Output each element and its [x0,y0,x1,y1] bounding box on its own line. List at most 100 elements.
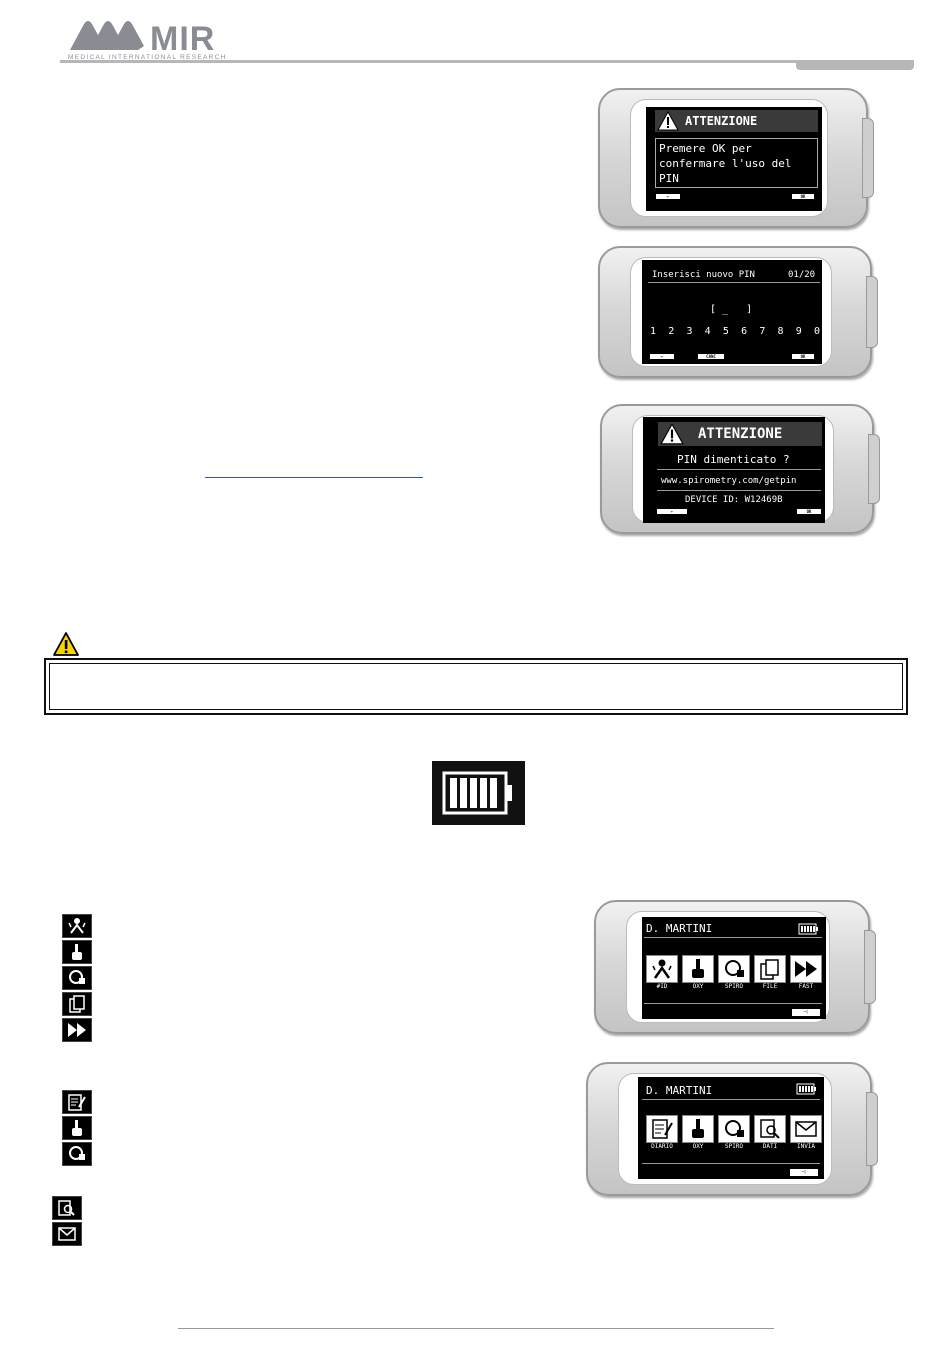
screen-title-bar: ATTENZIONE [658,422,822,446]
digit-key[interactable]: 0 [813,326,820,337]
device-screen-menu-patient: D. MARTINI DIARIO OXY SPIRO DATI INVIA ─◊ [586,1062,878,1196]
digit-key[interactable]: 3 [686,326,693,337]
back-softkey[interactable]: ← [656,194,680,199]
pin-input-field[interactable]: [ _ ] [710,304,753,315]
logo-subtitle: MEDICAL INTERNATIONAL RESEARCH [68,54,227,61]
logo-text: MIR [150,20,216,58]
id-icon [62,914,92,938]
menu-item-oxy[interactable]: OXY [682,1115,714,1153]
fast-forward-icon [62,1018,92,1042]
ok-softkey[interactable]: OK [792,194,814,199]
warning-icon [52,631,80,661]
data-icon [52,1196,82,1220]
footer-divider [178,1328,774,1329]
finger-icon [62,940,92,964]
header-divider [60,60,912,63]
warning-box [44,658,908,715]
menu-item-invia[interactable]: INVIA [790,1115,822,1153]
battery-icon [798,923,818,935]
digit-key[interactable]: 4 [704,326,711,337]
menu-item-label: DATI [762,1143,778,1150]
getpin-url: www.spirometry.com/getpin [661,476,797,486]
back-softkey[interactable]: ← [650,354,674,359]
diary-icon [62,1090,92,1114]
menu-item-label: FILE [762,983,778,990]
lcd-screen: D. MARTINI DIARIO OXY SPIRO DATI INVIA ─◊ [638,1077,824,1179]
menu-item-file[interactable]: FILE [754,955,786,993]
menu-icon-row: DIARIO OXY SPIRO DATI INVIA [646,1115,822,1153]
battery-icon [796,1083,816,1095]
data-icon [754,1115,786,1143]
send-icon [790,1115,822,1143]
digit-key[interactable]: 5 [722,326,729,337]
menu-item-dati[interactable]: DATI [754,1115,786,1153]
menu-item-label: OXY [692,983,704,990]
settings-softkey[interactable]: ─◊ [792,1009,820,1016]
menu-item-label: DIARIO [651,1143,673,1150]
screen-title: ATTENZIONE [698,426,783,442]
menu-item-spiro[interactable]: SPIRO [718,1115,750,1153]
device-screen-menu-doctor: D. MARTINI #ID OXY SPIRO FILE FAST ─◊ [594,900,876,1034]
patient-name: D. MARTINI [646,922,713,935]
pin-prompt: Inserisci nuovo PIN [652,270,755,280]
canc-softkey[interactable]: CANC [698,354,724,359]
battery-icon [442,771,512,815]
spiro-icon [62,1142,92,1166]
menu-item-oxy[interactable]: OXY [682,955,714,993]
diary-icon [646,1115,678,1143]
device-id: DEVICE ID: W12469B [685,495,783,505]
fast-forward-icon [790,955,822,983]
screen-title: ATTENZIONE [685,114,758,128]
lcd-screen: ATTENZIONE PIN dimenticato ? www.spirome… [643,417,825,523]
back-softkey[interactable]: ← [657,509,687,514]
file-icon [754,955,786,983]
pin-counter: 01/20 [788,270,816,280]
menu-item-label: FAST [798,983,814,990]
digit-key[interactable]: 6 [741,326,748,337]
menu-item-diario[interactable]: DIARIO [646,1115,678,1153]
menu-item-fast[interactable]: FAST [790,955,822,993]
menu-item-label: #ID [656,983,668,990]
forgot-pin-question: PIN dimenticato ? [677,453,790,466]
lcd-screen: ATTENZIONE Premere OK per confermare l'u… [646,107,822,211]
warning-icon [657,111,679,131]
finger-icon [682,955,714,983]
menu-item-label: INVIA [796,1143,816,1150]
settings-softkey[interactable]: ─◊ [790,1169,818,1176]
id-icon [646,955,678,983]
screen-title-bar: ATTENZIONE [655,110,818,132]
battery-indicator [432,761,525,825]
spiro-icon [718,1115,750,1143]
digit-key[interactable]: 7 [759,326,766,337]
spiro-icon [62,966,92,990]
ok-softkey[interactable]: OK [797,509,821,514]
digit-key[interactable]: 2 [668,326,675,337]
ok-softkey[interactable]: OK [792,354,814,359]
digit-key[interactable]: 1 [650,326,657,337]
menu-item-label: SPIRO [724,1143,744,1150]
device-screen-confirm-pin: ATTENZIONE Premere OK per confermare l'u… [598,88,874,228]
digit-key[interactable]: 9 [795,326,802,337]
file-icon [62,992,92,1016]
menu-item-id[interactable]: #ID [646,955,678,993]
finger-icon [62,1116,92,1140]
digit-key[interactable]: 8 [777,326,784,337]
warning-icon [660,423,684,445]
send-icon [52,1222,82,1246]
spiro-icon [718,955,750,983]
mir-logo: MIR MEDICAL INTERNATIONAL RESEARCH [68,16,240,64]
menu-item-label: SPIRO [724,983,744,990]
message-box: Premere OK per confermare l'uso del PIN [655,138,818,188]
mir-logo-mark-icon [70,21,144,50]
menu-item-spiro[interactable]: SPIRO [718,955,750,993]
menu-icon-row: #ID OXY SPIRO FILE FAST [646,955,822,993]
patient-name: D. MARTINI [646,1084,713,1097]
getpin-hyperlink[interactable] [205,465,423,478]
finger-icon [682,1115,714,1143]
header-tab [796,60,914,70]
device-screen-forgot-pin: ATTENZIONE PIN dimenticato ? www.spirome… [600,404,880,534]
menu-item-label: OXY [692,1143,704,1150]
